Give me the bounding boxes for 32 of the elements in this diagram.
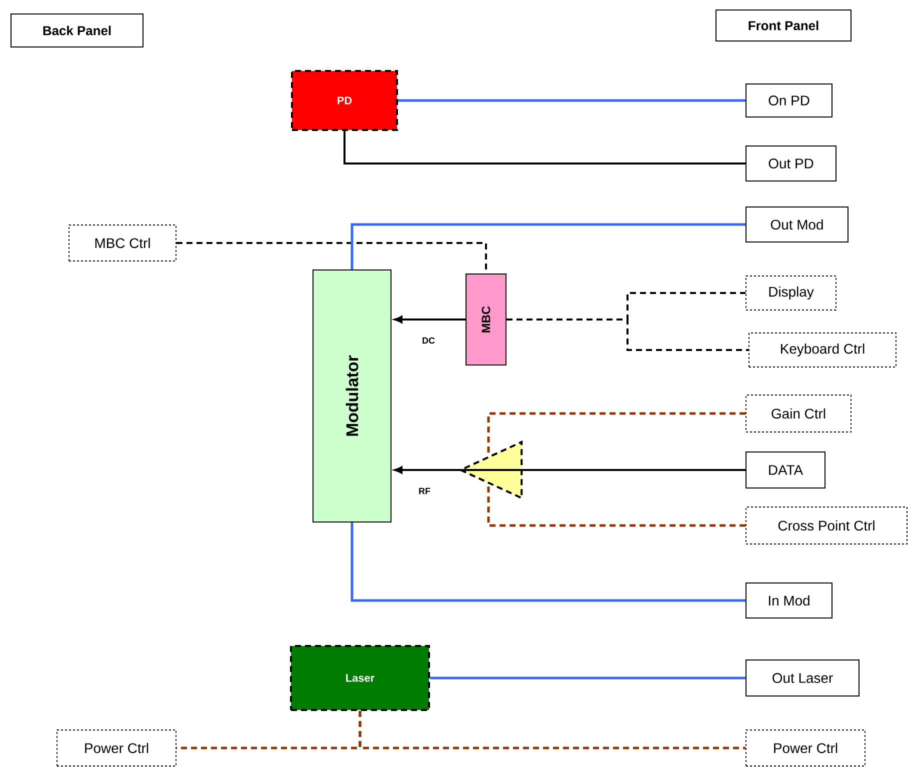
panel-label-box: Front Panel <box>716 10 852 42</box>
photodiode-box: PD <box>291 70 398 131</box>
connector-box: DATA <box>746 452 826 488</box>
connector-box: Out PD <box>746 146 836 182</box>
edge-label: DC <box>421 336 436 345</box>
control-box: Display <box>746 276 836 310</box>
connector-box: In Mod <box>746 582 832 618</box>
connector-line <box>430 676 746 680</box>
connector-line <box>458 469 746 471</box>
control-box: Power Ctrl <box>746 730 866 766</box>
control-box: Gain Ctrl <box>746 394 852 432</box>
panel-label-box: Back Panel <box>10 14 144 48</box>
connector-line <box>344 131 746 164</box>
laser-box: Laser <box>290 645 430 711</box>
connector-line <box>350 223 746 270</box>
connector-box: On PD <box>746 84 832 118</box>
connector-box: Out Laser <box>746 660 860 696</box>
control-box: MBC Ctrl <box>68 224 176 262</box>
connector-line <box>394 316 466 324</box>
connector-line <box>350 522 746 602</box>
connector-line <box>487 484 746 527</box>
control-box: Keyboard Ctrl <box>748 332 896 368</box>
connector-box: Out Mod <box>746 206 848 242</box>
control-box: Power Ctrl <box>56 730 176 766</box>
connector-line <box>394 466 458 474</box>
modulator-box: Modulator <box>312 270 392 522</box>
connector-line <box>506 318 749 351</box>
control-box: Cross Point Ctrl <box>746 506 908 544</box>
connector-line <box>398 99 746 102</box>
edge-label: RF <box>418 486 432 496</box>
controller-box: MBC <box>466 274 506 366</box>
connector-line <box>358 711 746 750</box>
